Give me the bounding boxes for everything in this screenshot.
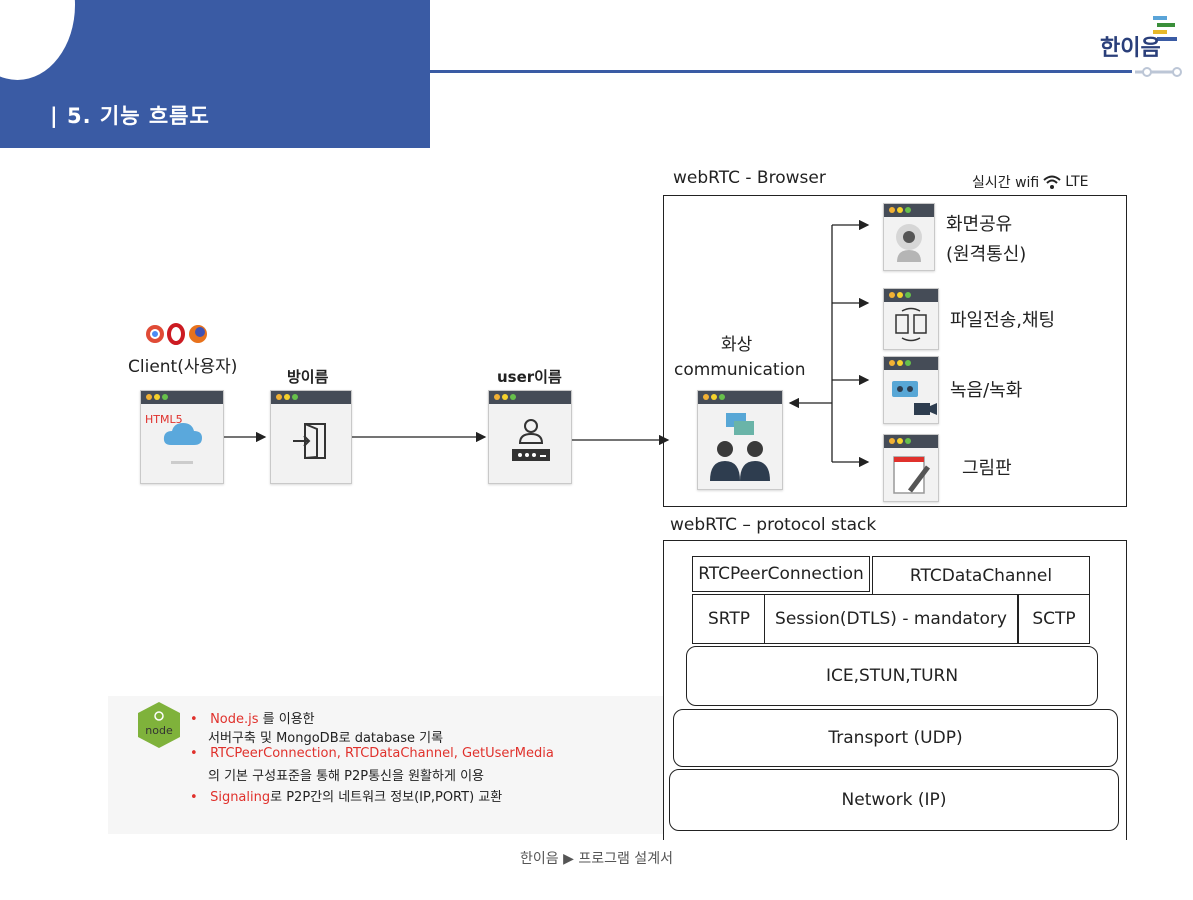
video-call-window <box>697 390 783 490</box>
note-line-4: 의 기본 구성표준을 통해 P2P통신을 원활하게 이용 <box>208 769 484 784</box>
protocol-stack-frame <box>663 540 1127 840</box>
screen-share-window <box>883 203 935 271</box>
room-window <box>270 390 352 484</box>
recording-window <box>883 356 939 424</box>
notes-panel <box>108 696 663 834</box>
note-signaling: Signaling <box>210 790 271 805</box>
browser-icons <box>146 323 207 345</box>
browser-panel-title: webRTC - Browser <box>673 168 826 188</box>
ice-stun-turn-box: ICE,STUN,TURN <box>686 646 1098 706</box>
srtp-box: SRTP <box>692 594 766 644</box>
opera-icon <box>167 323 185 345</box>
note-rtc-apis: RTCPeerConnection, RTCDataChannel, GetUs… <box>210 746 554 761</box>
file-chat-window <box>883 288 939 350</box>
status-label: 실시간 wifi <box>972 175 1040 191</box>
transport-udp-box: Transport (UDP) <box>673 709 1118 767</box>
hanium-logo <box>1135 16 1182 77</box>
section-title: | 5. 기능 흐름도 <box>50 104 210 128</box>
svg-text:node: node <box>145 724 173 737</box>
note-line-1: • Node.js 를 이용한 <box>190 712 315 727</box>
network-label: LTE <box>1065 174 1089 190</box>
firefox-icon <box>189 325 207 343</box>
note-nodejs: Node.js <box>210 712 259 727</box>
rtc-peer-connection-box: RTCPeerConnection <box>692 556 870 592</box>
file-transfer-icon <box>895 307 927 342</box>
feature-1-line2: (원격통신) <box>946 244 1027 265</box>
rtc-data-channel-box: RTCDataChannel <box>872 556 1090 596</box>
nodejs-logo: node <box>138 702 180 748</box>
session-dtls-box: Session(DTLS) - mandatory <box>764 594 1018 644</box>
html5-label: HTML5 <box>145 413 183 426</box>
feature-2-line1: 파일전송,채팅 <box>950 310 1056 331</box>
client-window: HTML5 <box>140 390 224 484</box>
logo-text: 한이음 <box>1100 36 1161 61</box>
wifi-icon <box>1043 175 1061 189</box>
drawing-icon <box>893 456 930 494</box>
footer-caption: 한이음 ▶ 프로그램 설계서 <box>520 851 673 867</box>
communication-label: communication <box>674 360 806 380</box>
video-label: 화상 <box>721 335 753 355</box>
user-label: user이름 <box>497 368 562 386</box>
enter-room-icon <box>293 423 326 459</box>
user-window <box>488 390 572 484</box>
protocol-stack-title: webRTC – protocol stack <box>670 515 877 535</box>
room-label: 방이름 <box>287 368 329 386</box>
header-rule <box>52 70 1132 73</box>
note-line-3: • RTCPeerConnection, RTCDataChannel, Get… <box>190 746 554 761</box>
note-line-2: 서버구축 및 MongoDB로 database 기록 <box>208 731 444 746</box>
drawing-board-window <box>883 434 939 502</box>
cloud-icon <box>163 423 202 445</box>
chrome-icon <box>146 325 164 343</box>
feature-3-line1: 녹음/녹화 <box>950 380 1023 401</box>
video-call-icon <box>710 413 770 481</box>
browser-panel-frame <box>663 195 1127 507</box>
feature-4-line1: 그림판 <box>962 458 1012 479</box>
note-line-5: • Signaling로 P2P간의 네트워크 정보(IP,PORT) 교환 <box>190 790 503 805</box>
recording-icon <box>892 381 937 415</box>
note-line1-rest: 를 이용한 <box>258 712 315 727</box>
sctp-box: SCTP <box>1018 594 1090 644</box>
network-ip-box: Network (IP) <box>669 769 1119 831</box>
webcam-icon <box>896 224 922 262</box>
client-label: Client(사용자) <box>128 357 238 377</box>
feature-1-line1: 화면공유 <box>946 214 1013 235</box>
user-login-icon <box>512 419 550 461</box>
network-status: 실시간 wifi LTE <box>972 172 1089 192</box>
note-line5-rest: 로 P2P간의 네트워크 정보(IP,PORT) 교환 <box>270 790 503 805</box>
